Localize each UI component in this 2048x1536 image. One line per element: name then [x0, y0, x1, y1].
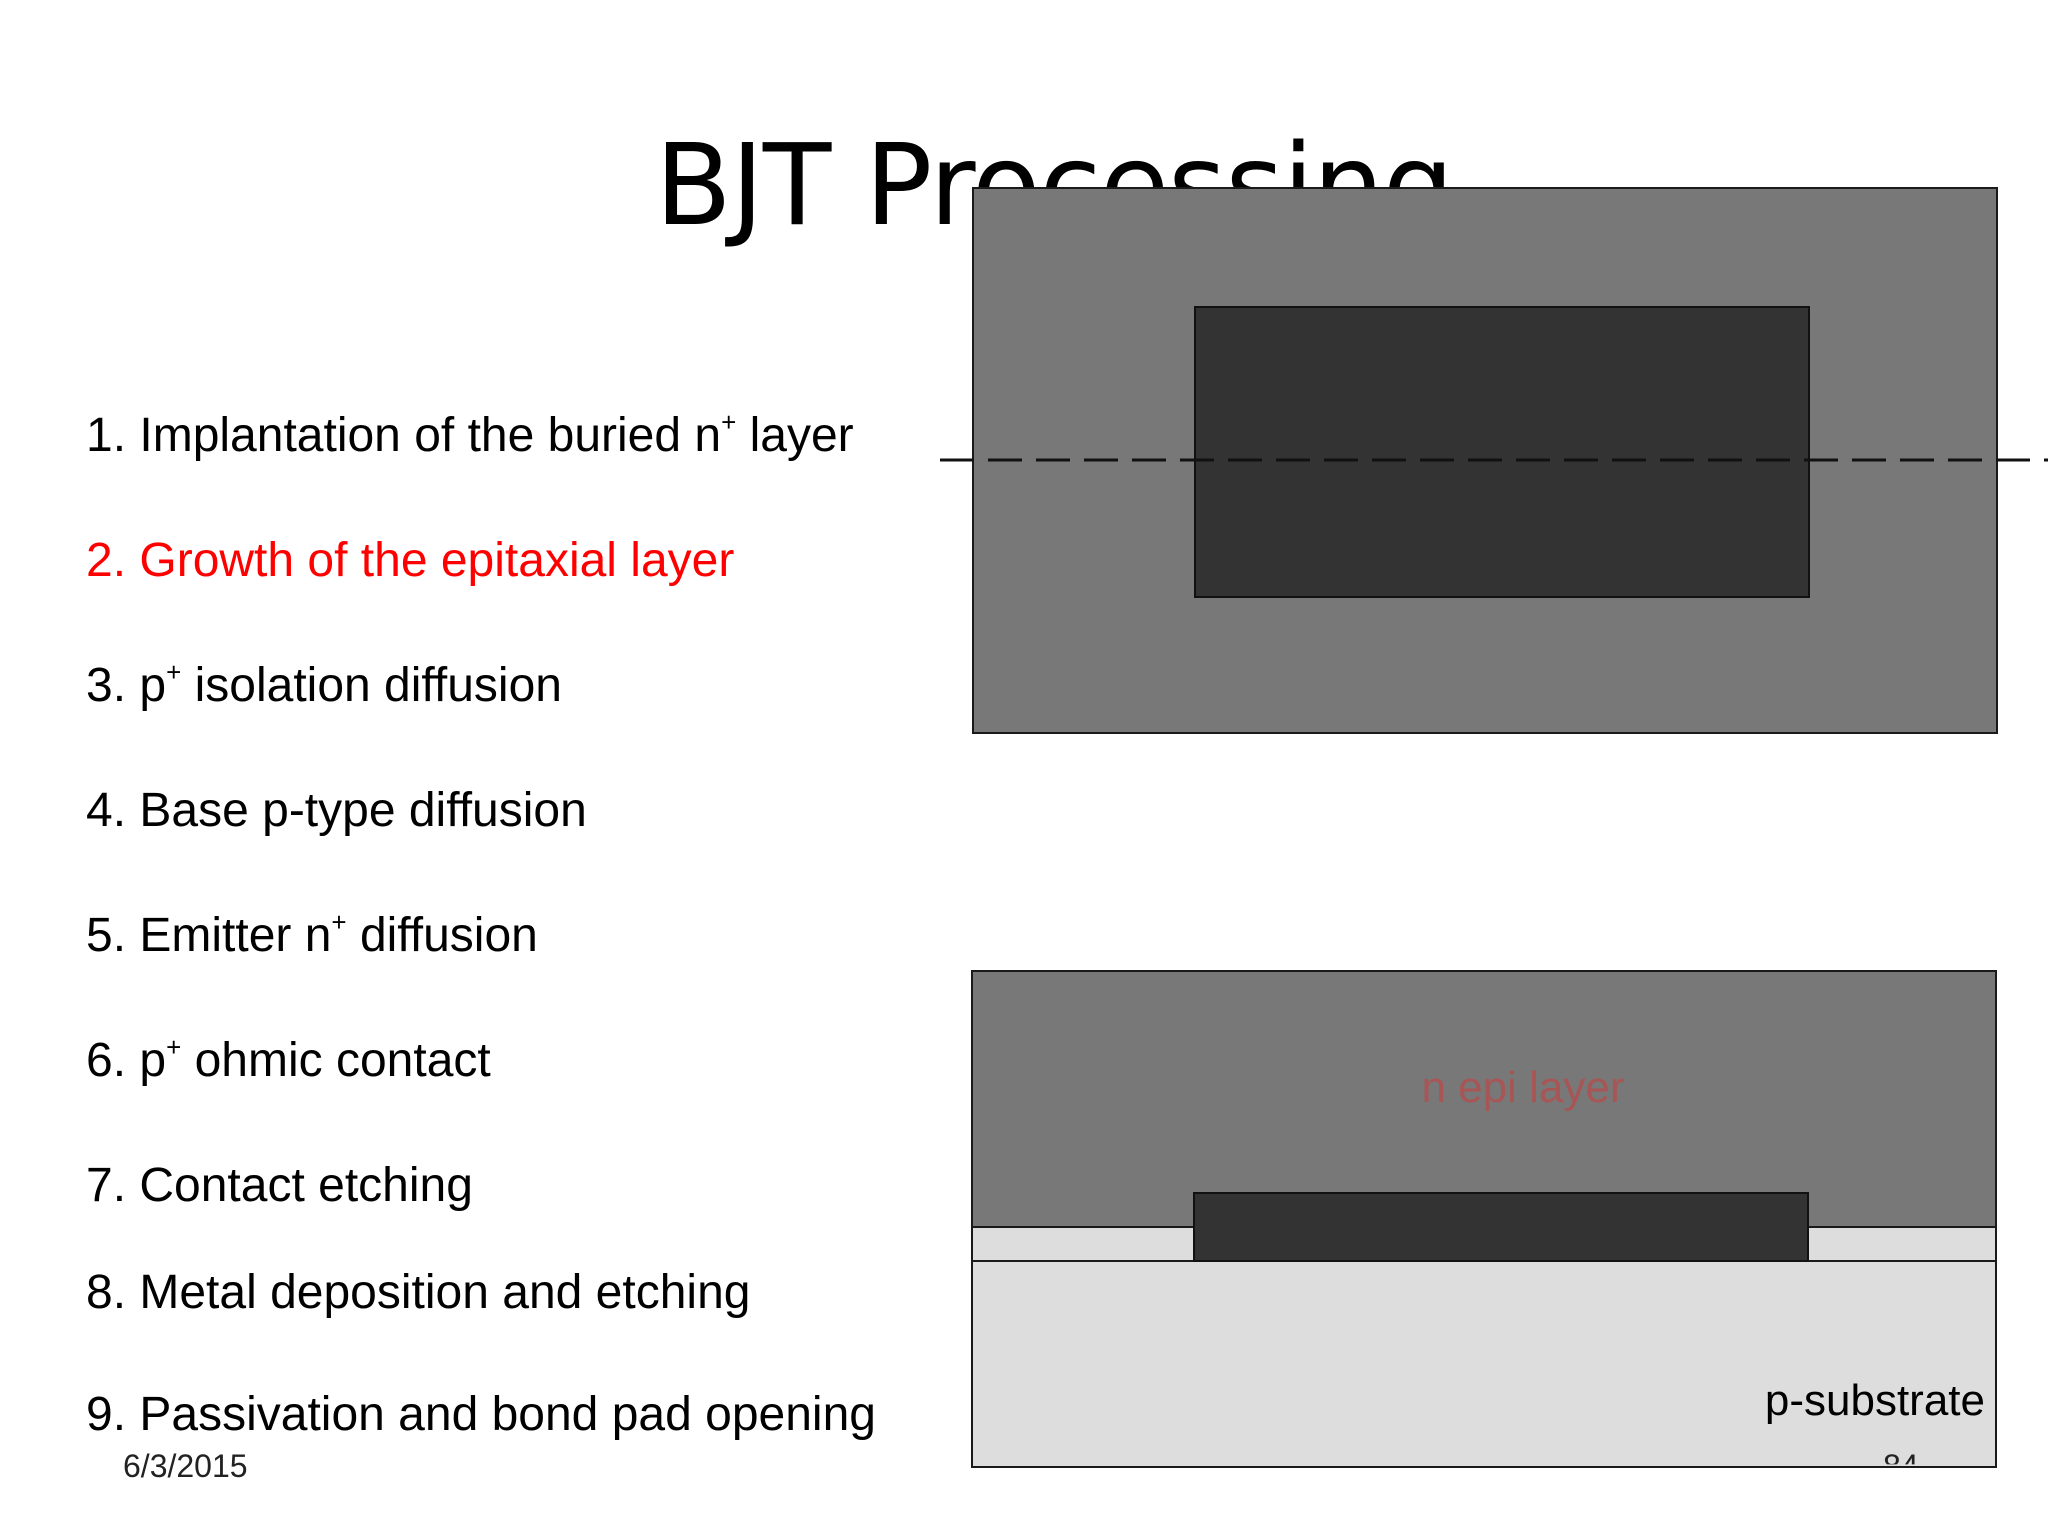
buried-layer-top-view: [1194, 306, 1810, 598]
step-text: p: [139, 1034, 167, 1087]
step-superscript: +: [166, 657, 182, 687]
step-number: 5.: [86, 909, 127, 962]
step-text: Base p-type diffusion: [139, 784, 587, 837]
step-suffix: diffusion: [346, 909, 538, 962]
step-number: 4.: [86, 784, 127, 837]
step-text: p: [139, 659, 167, 712]
step-suffix: isolation diffusion: [181, 659, 562, 712]
cross-section-view: n epi layer p-substrate: [971, 970, 1997, 1468]
step-number: 3.: [86, 659, 127, 712]
step-text: Contact etching: [139, 1159, 473, 1212]
step-text: Growth of the epitaxial layer: [139, 534, 735, 587]
step-superscript: +: [166, 1032, 182, 1062]
step-1: 1. Implantation of the buried n+ layer: [86, 409, 854, 462]
step-superscript: +: [721, 407, 737, 437]
step-text: Emitter n: [139, 909, 332, 962]
step-number: 6.: [86, 1034, 127, 1087]
slide-date: 6/3/2015: [123, 1448, 248, 1484]
epi-layer-label: n epi layer: [1421, 1063, 1624, 1112]
step-6: 6. p+ ohmic contact: [86, 1034, 491, 1087]
step-text: Implantation of the buried n: [139, 409, 722, 462]
step-5: 5. Emitter n+ diffusion: [86, 909, 538, 962]
step-suffix: ohmic contact: [181, 1034, 491, 1087]
step-7: 7. Contact etching: [86, 1162, 473, 1210]
step-9: 9. Passivation and bond pad opening: [86, 1391, 876, 1439]
n-epi-layer: [971, 970, 1997, 1228]
step-4: 4. Base p-type diffusion: [86, 787, 587, 835]
slide-page-number: 84: [1883, 1448, 1919, 1484]
step-3: 3. p+ isolation diffusion: [86, 659, 562, 712]
top-view: [940, 187, 2048, 734]
step-number: 9.: [86, 1388, 127, 1441]
step-number: 2.: [86, 534, 127, 587]
step-number: 1.: [86, 409, 127, 462]
buried-n-plus-layer: [1193, 1192, 1809, 1262]
step-number: 8.: [86, 1266, 127, 1319]
step-text: Metal deposition and etching: [139, 1266, 751, 1319]
step-number: 7.: [86, 1159, 127, 1212]
step-8: 8. Metal deposition and etching: [86, 1269, 750, 1317]
step-superscript: +: [331, 907, 347, 937]
step-suffix: layer: [736, 409, 854, 462]
step-text: Passivation and bond pad opening: [139, 1388, 876, 1441]
step-2: 2. Growth of the epitaxial layer: [86, 537, 734, 585]
substrate-label: p-substrate: [1765, 1376, 1985, 1425]
